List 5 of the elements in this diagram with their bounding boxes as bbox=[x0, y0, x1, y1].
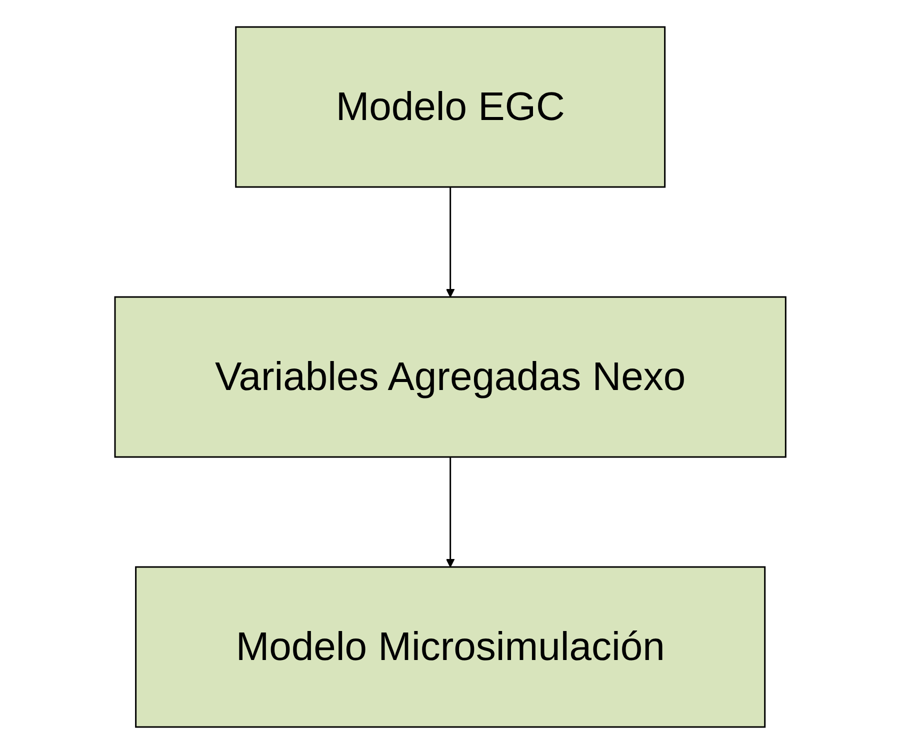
node-box: Modelo EGC bbox=[234, 26, 666, 188]
node-box: Variables Agregadas Nexo bbox=[114, 296, 786, 458]
arrow bbox=[446, 457, 454, 568]
node-box: Modelo Microsimulación bbox=[134, 566, 766, 728]
arrow bbox=[446, 187, 454, 298]
